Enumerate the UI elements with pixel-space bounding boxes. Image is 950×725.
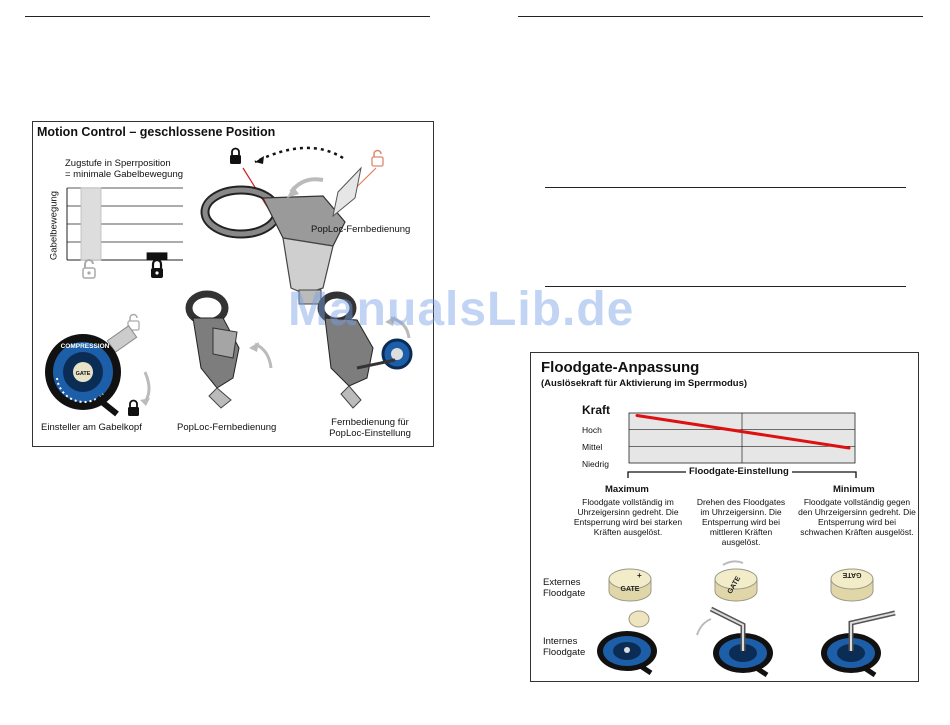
level-mid: Mittel [582, 442, 603, 452]
right-mid-rule-2 [545, 286, 906, 287]
internal-gate-mid [696, 606, 773, 677]
floodgate-figure: Floodgate-Anpassung (Auslösekraft für Ak… [530, 352, 919, 682]
compression-knob-illustration: COMPRESSION GATE [45, 313, 151, 417]
remote-adjuster-illustration [317, 291, 413, 409]
force-chart-title: Kraft [582, 403, 611, 417]
internal-label-1: Internes [543, 636, 578, 647]
gate-text-max: GATE [621, 586, 640, 593]
bar-unlocked [80, 187, 102, 261]
min-text: Floodgate vollständig gegen den Uhrzeige… [798, 497, 916, 537]
gate-text-min: GATE [842, 571, 861, 578]
force-series-line [635, 414, 851, 450]
motion-control-title: Motion Control – geschlossene Position [37, 125, 276, 139]
setting-label: Floodgate-Einstellung [686, 466, 792, 477]
internal-gate-max [597, 610, 657, 675]
min-heading: Minimum [833, 484, 875, 495]
external-label-2: Floodgate [543, 588, 586, 599]
poploc-remote-illustration [200, 146, 384, 305]
floodgate-subtitle: (Auslösekraft für Aktivierung im Sperrmo… [541, 378, 748, 389]
remote-label: PopLoc-Fernbedienung [311, 224, 411, 235]
y-axis-label: Gabelbewegung [48, 190, 60, 261]
external-label-1: Externes [543, 577, 581, 588]
chart-caption-2: = minimale Gabelbewegung [65, 169, 184, 180]
fork-travel-chart [66, 187, 183, 261]
chart-caption-1: Zugstufe in Sperrposition [65, 158, 171, 169]
internal-gate-min [821, 610, 896, 677]
locked-icon [151, 258, 163, 278]
remote-adjust-label-1: Fernbedienung für [331, 417, 409, 428]
internal-label-2: Floodgate [543, 647, 586, 658]
force-chart [628, 412, 856, 464]
left-top-rule [25, 16, 430, 17]
knob-label: Einsteller am Gabelkopf [41, 422, 142, 433]
level-high: Hoch [582, 425, 602, 435]
max-heading: Maximum [605, 484, 649, 495]
poploc-side-illustration [185, 290, 273, 409]
max-text: Floodgate vollständig im Uhrzeigersinn g… [573, 497, 683, 537]
motion-control-figure: Motion Control – geschlossene Position Z… [32, 121, 434, 447]
external-gate-min: GATE [830, 568, 874, 602]
watermark: ManualsLib.de [288, 283, 635, 336]
external-gate-mid: GATE [714, 560, 758, 602]
unlocked-icon [82, 259, 96, 279]
knob-center-text: GATE [76, 371, 91, 377]
mid-text: Drehen des Floodgates im Uhrzeigersinn. … [696, 497, 786, 547]
svg-text:+: + [637, 571, 642, 580]
poploc-label: PopLoc-Fernbedienung [177, 422, 277, 433]
right-mid-rule-1 [545, 187, 906, 188]
level-low: Niedrig [582, 459, 609, 469]
floodgate-title: Floodgate-Anpassung [541, 359, 700, 376]
right-top-rule [518, 16, 923, 17]
remote-adjust-label-2: PopLoc-Einstellung [329, 428, 411, 439]
knob-ring-text: COMPRESSION [61, 343, 110, 350]
external-gate-max: GATE + [608, 568, 652, 602]
